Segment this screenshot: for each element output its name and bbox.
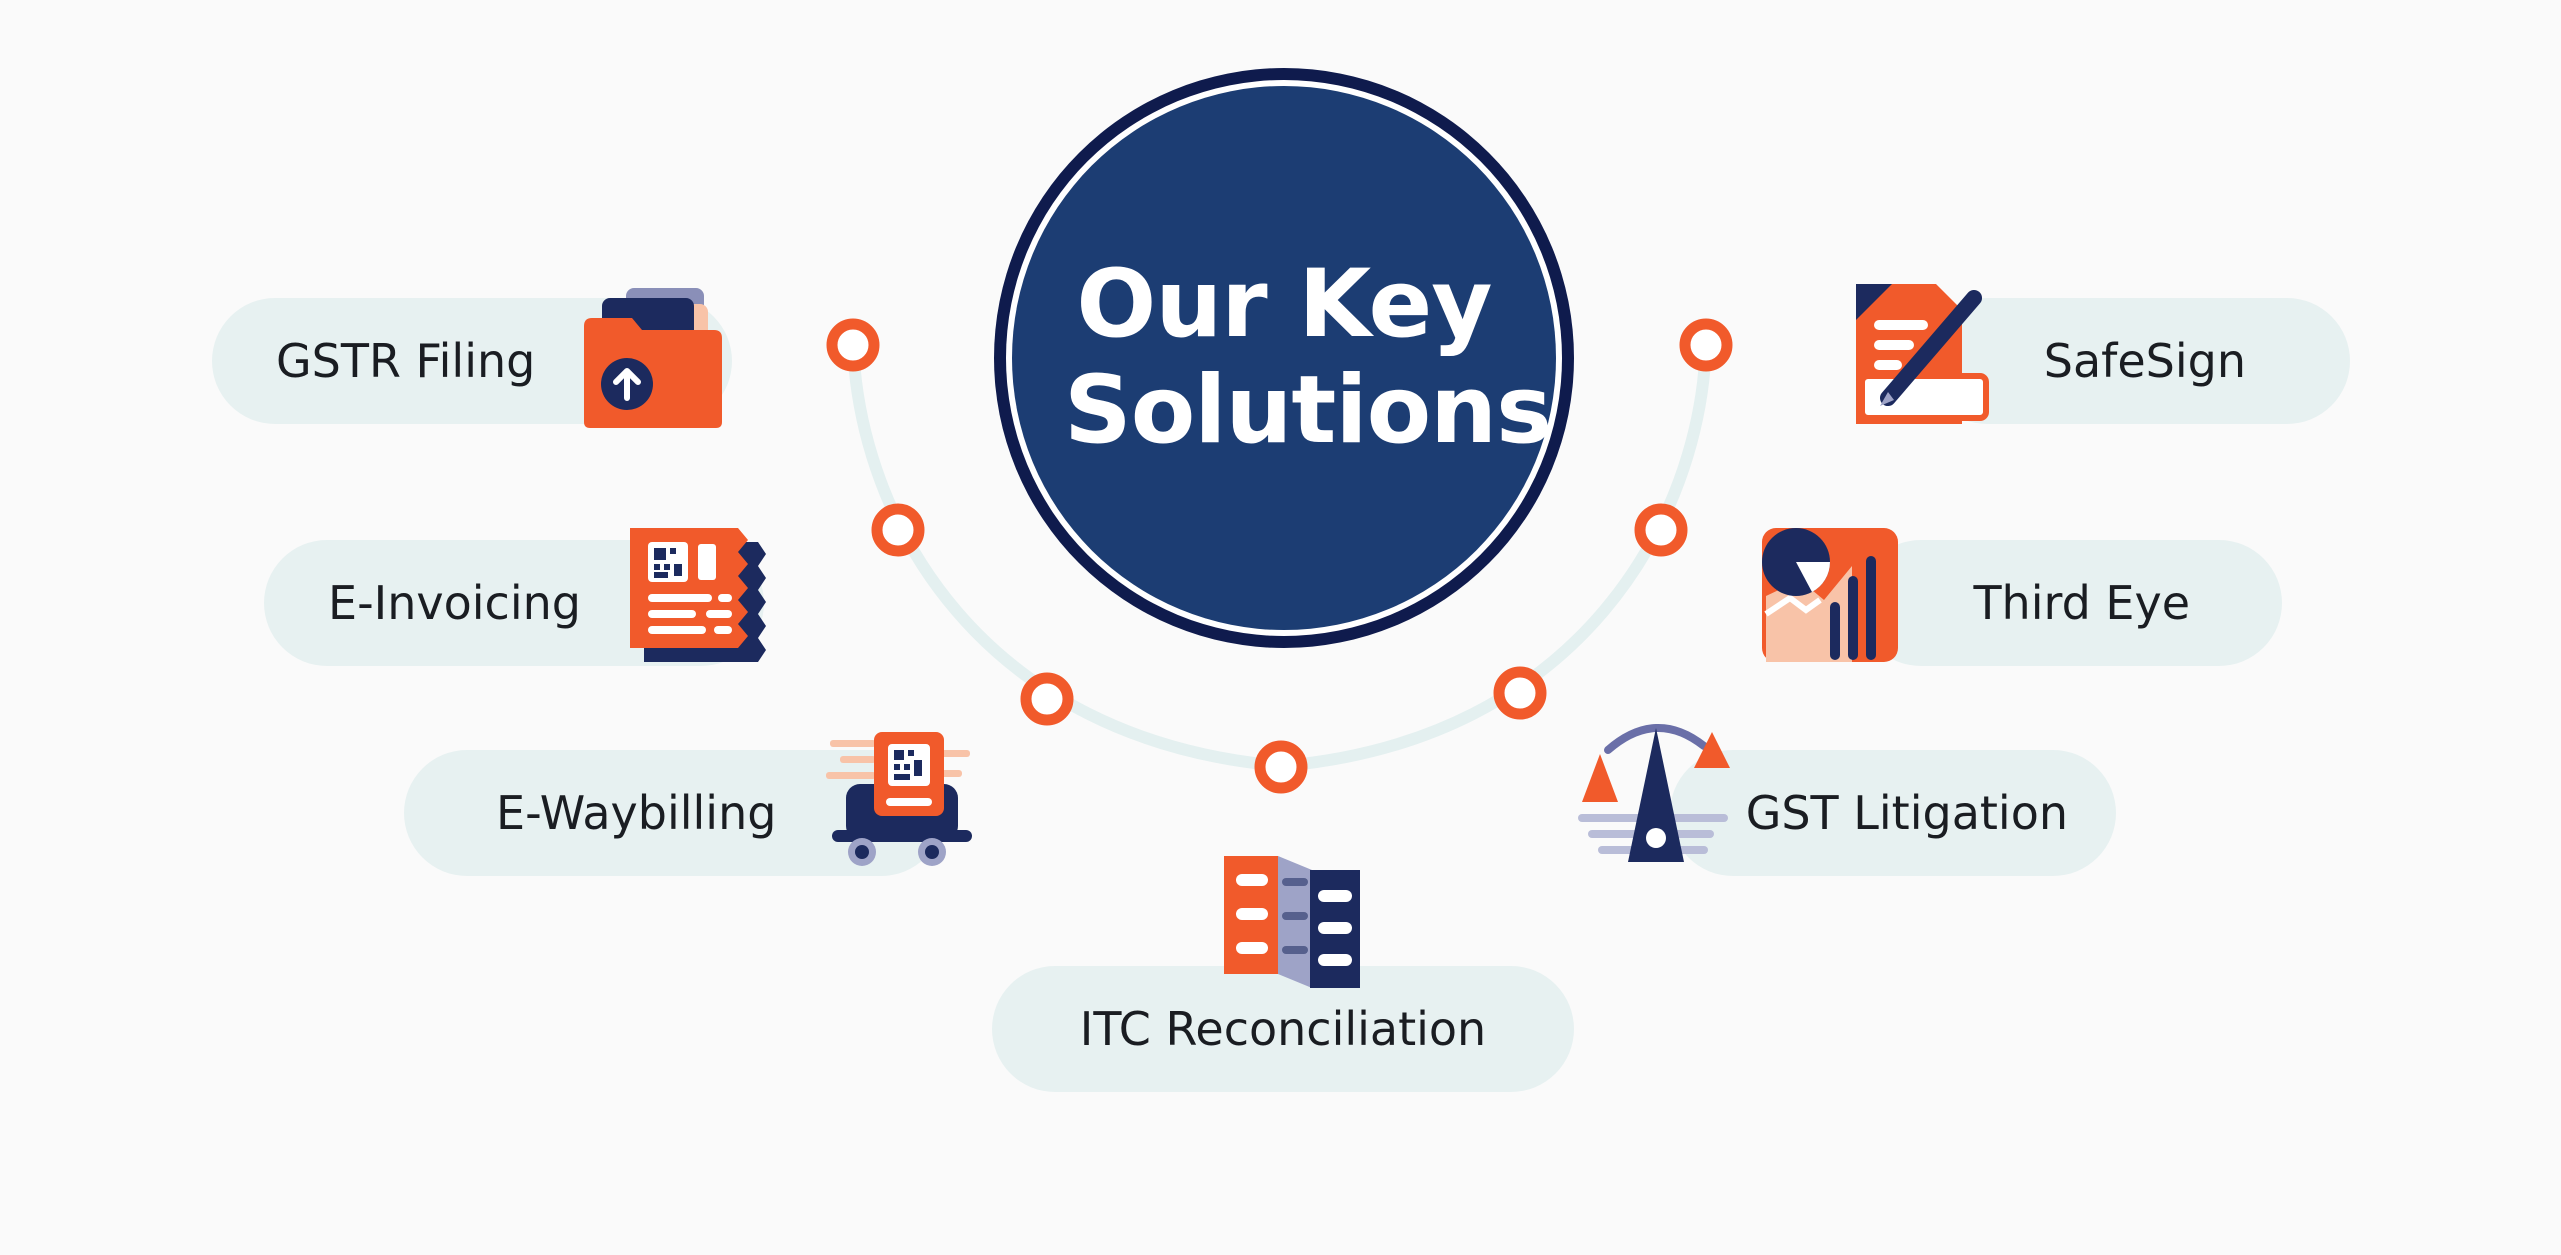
arc-node [1493,666,1547,720]
solution-gst-litigation[interactable]: GST Litigation [1670,750,2116,876]
arc-node [871,503,925,557]
solution-label: ITC Reconciliation [1079,1002,1487,1056]
folder-upload-icon [584,288,722,428]
solution-label: GSTR Filing [276,334,536,388]
arc-node [1020,672,1074,726]
arc-node [826,318,880,372]
arc-node [1679,318,1733,372]
solution-label: Third Eye [1973,576,2190,630]
solution-label: GST Litigation [1745,786,2068,840]
solution-safesign[interactable]: SafeSign [1924,298,2350,424]
arc-node [1254,740,1308,794]
analytics-chart-icon [1762,528,1898,662]
solution-label: E-Invoicing [328,576,581,630]
delivery-truck-icon [826,732,972,866]
solution-itc-reconciliation[interactable]: ITC Reconciliation [992,966,1574,1092]
solution-label: SafeSign [2043,334,2246,388]
scales-of-justice-icon [1578,723,1730,862]
reconciliation-ledger-icon [1224,856,1360,988]
solution-third-eye[interactable]: Third Eye [1858,540,2282,666]
document-sign-icon [1856,284,1989,424]
arc-node [1634,503,1688,557]
solution-label: E-Waybilling [496,786,777,840]
invoice-qr-icon [630,528,766,662]
